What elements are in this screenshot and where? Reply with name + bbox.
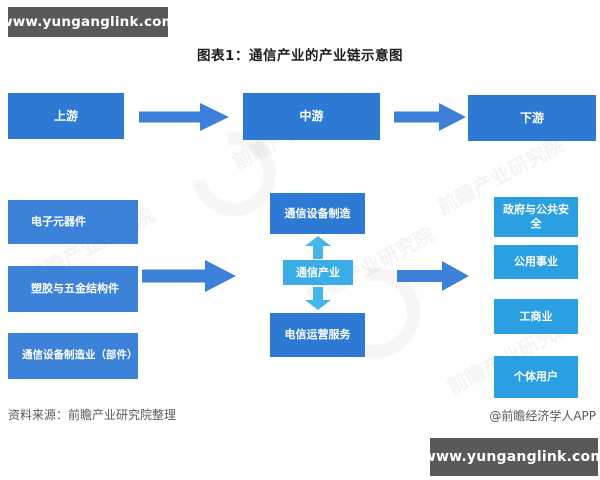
box-plastic-metal-parts: 塑胶与五金结构件	[8, 266, 138, 312]
box-comm-equipment-manufacturing: 通信设备制造	[270, 193, 365, 234]
box-upstream-label: 上游	[53, 108, 78, 123]
box-government-public-safety: 政府与公共安全	[494, 197, 578, 237]
data-source-text: 资料来源：前瞻产业研究院整理	[8, 408, 177, 422]
down-arrow-icon	[305, 287, 331, 310]
box-communication-industry: 通信产业	[283, 260, 353, 285]
box-equipment-manufacturing-parts: 通信设备制造业（部件）	[8, 333, 138, 379]
box-label: 通信设备制造	[284, 206, 351, 220]
website-url: www.yunganglink.com	[422, 449, 600, 465]
up-arrow-icon	[305, 236, 331, 259]
box-upstream: 上游	[8, 93, 124, 139]
box-downstream: 下游	[468, 95, 596, 141]
website-banner-bottom: www.yunganglink.com	[423, 438, 600, 476]
box-label: 公用事业	[514, 255, 558, 269]
right-arrow-icon	[142, 260, 236, 292]
right-arrow-icon	[394, 103, 466, 131]
box-midstream-label: 中游	[299, 109, 324, 123]
box-midstream: 中游	[243, 93, 380, 140]
box-downstream-label: 下游	[519, 110, 544, 125]
box-label: 通信产业	[296, 265, 340, 279]
box-industry-commerce: 工商业	[494, 299, 578, 334]
box-individual-users: 个体用户	[494, 356, 578, 398]
box-public-utilities: 公用事业	[494, 245, 578, 279]
credit-text: @前瞻经济学人APP	[489, 409, 596, 423]
website-url: www.yunganglink.com	[0, 14, 176, 30]
right-arrow-icon	[139, 103, 229, 131]
box-label: 电信运营服务	[284, 328, 351, 342]
box-label: 个体用户	[514, 370, 558, 384]
box-label: 电子元器件	[31, 215, 86, 229]
website-banner-top: www.yunganglink.com	[0, 7, 176, 37]
page-title: 图表1：通信产业的产业链示意图	[197, 48, 403, 64]
box-label: 政府与公共安全	[503, 203, 569, 230]
box-label: 塑胶与五金结构件	[31, 282, 119, 296]
box-label: 通信设备制造业（部件）	[22, 349, 138, 362]
box-label: 工商业	[519, 309, 553, 323]
box-electronic-components: 电子元器件	[8, 200, 138, 244]
right-arrow-icon	[397, 261, 469, 291]
box-telecom-operation-services: 电信运营服务	[270, 313, 365, 357]
